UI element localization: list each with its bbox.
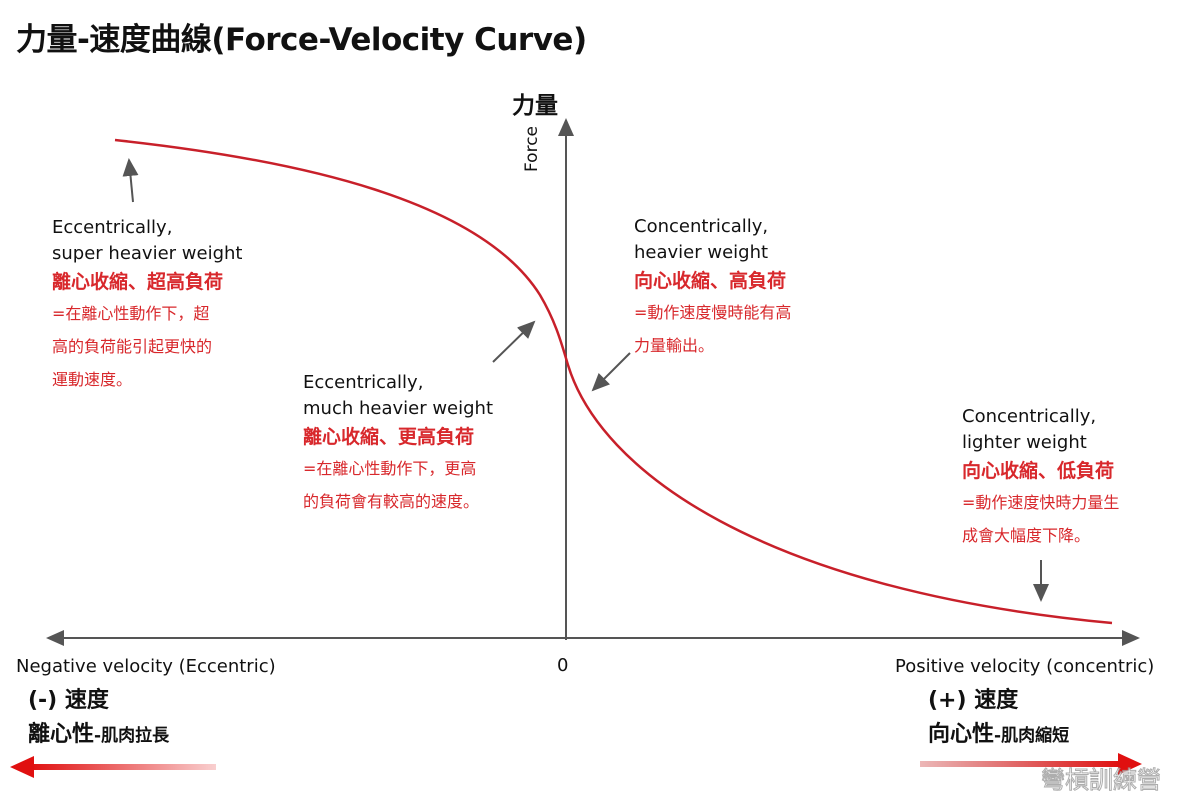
page-title: 力量-速度曲線(Force-Velocity Curve) [16,22,587,58]
positive-direction-arrow [920,753,1142,775]
annotation-en: super heavier weight [52,243,243,264]
annotation-zh-heading: 離心收縮、超高負荷 [52,271,224,293]
pointer-arrow-1 [122,158,139,203]
annotation-zh-line: =動作速度快時力量生 [962,493,1120,512]
annotation-zh-line: =在離心性動作下，更高 [303,459,477,478]
left-legend-speed: (-) 速度 [28,688,109,713]
y-axis-label-en: Force [522,126,542,172]
y-axis-label-zh: 力量 [512,93,558,119]
annotation-zh-heading: 向心收縮、高負荷 [634,270,787,292]
x-axis-origin: 0 [557,655,569,676]
annotation-zh-heading: 離心收縮、更高負荷 [303,426,475,448]
annotation-zh-line: =動作速度慢時能有高 [634,303,792,322]
annotation-en: much heavier weight [303,398,494,419]
annotation-zh-line: 的負荷會有較高的速度。 [303,492,480,511]
annotation-zh-line: 成會大幅度下降。 [962,526,1091,545]
left-legend-type: 離心性 [28,722,95,747]
annotation-zh-line: 力量輸出。 [634,336,715,355]
annotation-en: lighter weight [962,432,1087,453]
annotation-en: heavier weight [634,242,769,263]
annotation-en: Eccentrically, [303,372,424,393]
left-legend-desc: -肌肉拉長 [94,726,170,746]
annotation-zh-line: =在離心性動作下，超 [52,304,210,323]
annotation-eccentric-super-heavy: Eccentrically, super heavier weight 離心收縮… [52,215,242,396]
watermark: 彎槓訓練營 [1041,766,1162,795]
annotation-zh-line: 高的負荷能引起更快的 [52,337,213,356]
annotation-concentric-heavy: Concentrically, heavier weight 向心收縮、高負荷 … [634,214,791,362]
annotation-en: Concentrically, [634,216,769,237]
right-legend-type: 向心性 [928,722,995,747]
pointer-arrow-3 [591,352,631,392]
x-axis-negative-label: Negative velocity (Eccentric) [16,656,276,677]
annotation-eccentric-much-heavy: Eccentrically, much heavier weight 離心收縮、… [303,370,493,518]
right-legend-desc: -肌肉縮短 [994,726,1070,746]
force-velocity-curve [114,138,1113,625]
annotation-zh-heading: 向心收縮、低負荷 [962,460,1115,482]
annotation-concentric-light: Concentrically, lighter weight 向心收縮、低負荷 … [962,404,1119,552]
annotation-en: Concentrically, [962,406,1097,427]
annotation-en: Eccentrically, [52,217,173,238]
right-legend-speed: (+) 速度 [928,688,1019,713]
left-legend: (-) 速度 離心性-肌肉拉長 [28,684,169,752]
annotation-zh-line: 運動速度。 [52,370,133,389]
negative-direction-arrow [10,756,216,778]
pointer-arrow-2 [492,320,536,363]
x-axis-positive-label: Positive velocity (concentric) [895,656,1155,677]
right-legend: (+) 速度 向心性-肌肉縮短 [928,684,1069,752]
